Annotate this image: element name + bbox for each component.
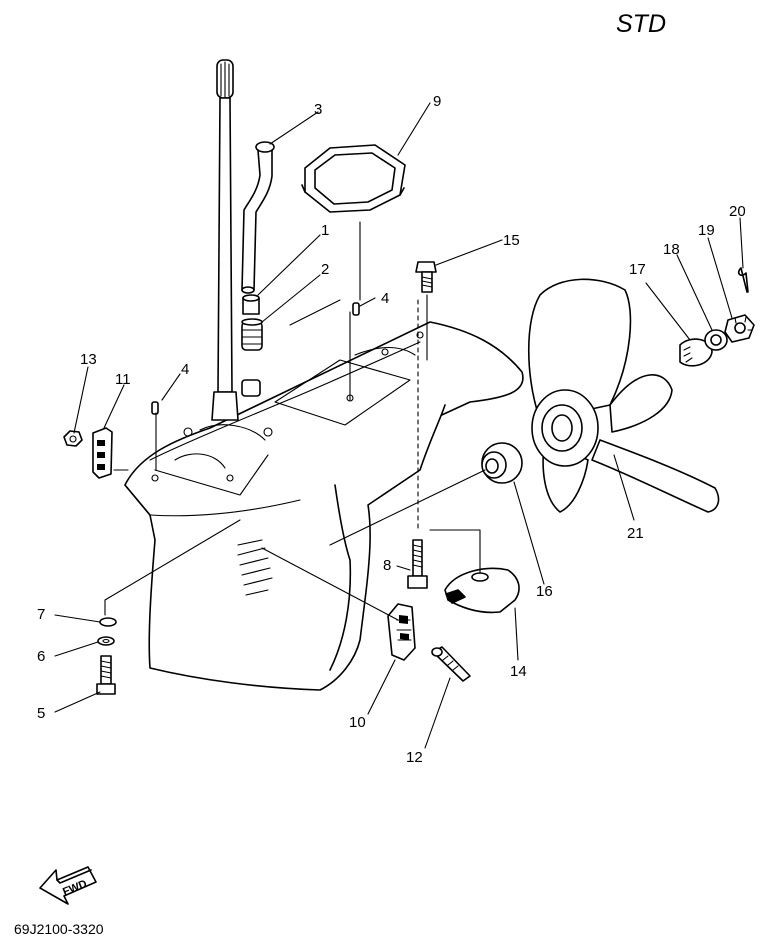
callout-12: 12 [406,749,423,766]
lower-case-housing [124,321,524,691]
nut-13 [63,430,83,447]
callout-7: 7 [37,606,45,623]
callout-21: 21 [627,525,644,542]
washer-7 [99,617,117,627]
seal-collar [241,318,263,351]
callout-13: 13 [80,351,97,368]
cover-11 [92,427,113,479]
callout-10: 10 [349,714,366,731]
washer-6 [97,636,115,646]
callout-17: 17 [629,261,646,278]
dowel-pin-a [352,302,360,316]
callout-6: 6 [37,648,45,665]
washer-18 [704,329,728,351]
shaft-bushing [241,379,261,397]
drive-shaft [211,59,239,421]
bolt-15 [415,261,437,293]
callout-4b: 4 [181,361,189,378]
callout-1: 1 [321,222,329,239]
callout-2: 2 [321,261,329,278]
callout-3: 3 [314,101,322,118]
drawing-code: 69J2100-3320 [14,921,104,937]
bolt-5 [96,655,116,695]
castle-nut-19 [724,314,755,343]
grommet [242,294,260,315]
variant-label: STD [616,10,666,38]
fwd-arrow-icon: FWD [39,866,97,905]
thrust-bushing-16 [481,442,523,484]
water-tube [241,141,275,294]
callout-18: 18 [663,241,680,258]
cotter-pin-20 [737,267,749,293]
spacer-17 [679,338,713,367]
leader-lines [54,102,744,749]
callout-9: 9 [433,93,441,110]
dowel-pin-b [151,401,159,415]
propeller [527,278,720,513]
callout-labels: 1 2 3 4 4 5 6 7 8 9 10 11 12 13 14 15 16… [37,93,746,766]
anode-10 [387,603,416,661]
callout-16: 16 [536,583,553,600]
callout-14: 14 [510,663,527,680]
bolt-8 [407,539,428,589]
callout-19: 19 [698,222,715,239]
gasket [301,144,406,213]
callout-11: 11 [115,371,131,388]
callout-4a: 4 [381,290,389,307]
callout-20: 20 [729,203,746,220]
callout-15: 15 [503,232,520,249]
assembly-lines [104,221,486,621]
trim-tab-anode [444,567,520,614]
callout-5: 5 [37,705,45,722]
callout-8: 8 [383,557,391,574]
screw-12 [431,646,471,682]
